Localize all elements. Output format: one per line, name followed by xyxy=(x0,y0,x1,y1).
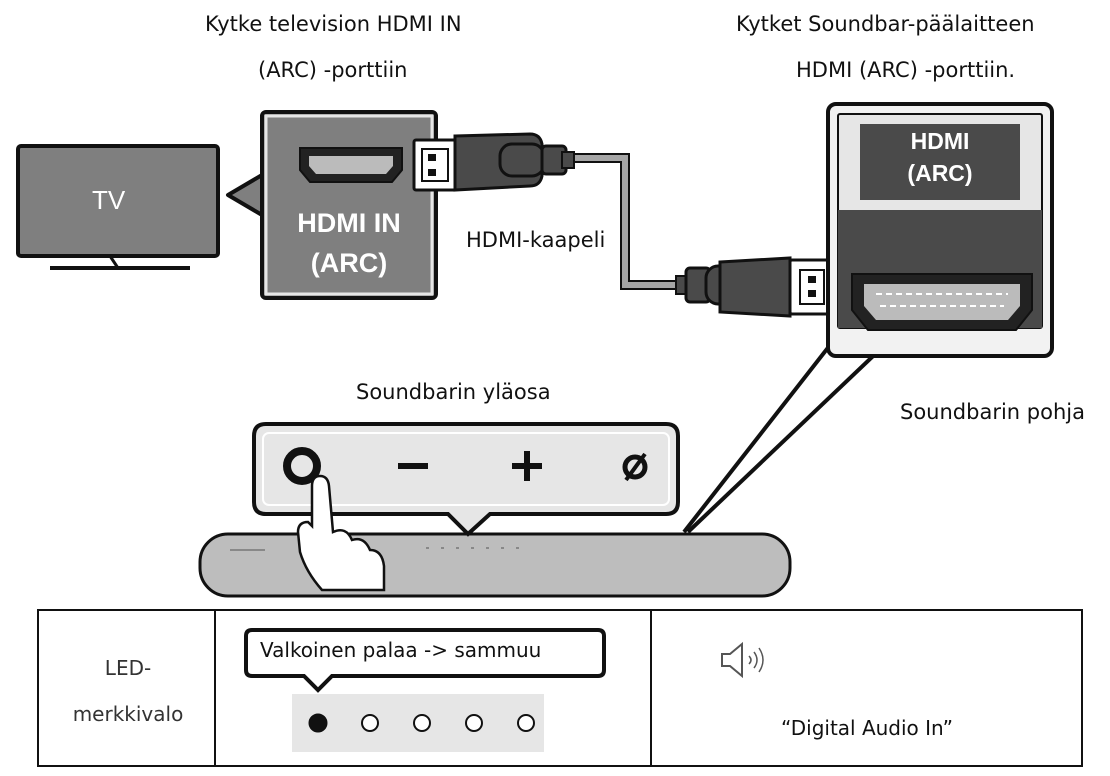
display-text: “Digital Audio In” xyxy=(780,716,953,740)
soundbar-port-panel xyxy=(682,102,1054,534)
led-indicators xyxy=(308,713,535,733)
cable-label: HDMI-kaapeli xyxy=(466,228,606,252)
hand-icon xyxy=(296,474,386,592)
tv-instruction-line2: (ARC) -porttiin xyxy=(258,58,408,82)
minus-button[interactable] xyxy=(398,463,428,469)
plus-button[interactable] xyxy=(512,451,542,481)
hdmi-connector-soundbar xyxy=(675,256,834,318)
led-5-off xyxy=(517,714,535,732)
power-button-icon[interactable] xyxy=(283,447,321,485)
led-4-off xyxy=(465,714,483,732)
led-3-off xyxy=(413,714,431,732)
led-1-on xyxy=(308,713,328,733)
hdmi-cable xyxy=(412,132,834,318)
hdmi-connector-tv xyxy=(412,132,575,192)
button-callout xyxy=(252,422,680,537)
led-callout-text: Valkoinen palaa -> sammuu xyxy=(260,638,542,662)
soundbar-instruction-line2: HDMI (ARC) -porttiin. xyxy=(796,58,1016,82)
soundbar-hdmi-port-icon xyxy=(851,273,1033,331)
tv-port-panel xyxy=(226,110,438,300)
led-label-line1: LED- xyxy=(104,656,152,680)
speaker-icon xyxy=(721,641,764,679)
soundbar-body xyxy=(198,532,792,598)
soundbar-bottom-label: Soundbarin pohja xyxy=(900,400,1085,424)
tv-instruction-line1: Kytke television HDMI IN xyxy=(205,12,462,36)
hdmi-port-icon xyxy=(299,147,403,183)
tv-port-label-line2: (ARC) xyxy=(310,248,388,278)
status-table xyxy=(37,609,1083,767)
tv-label: TV xyxy=(92,185,126,215)
mute-button[interactable] xyxy=(622,452,648,482)
soundbar-port-label-line1: HDMI xyxy=(910,128,970,154)
led-label-line2: merkkivalo xyxy=(72,702,184,726)
soundbar-top-label: Soundbarin yläosa xyxy=(356,380,551,404)
soundbar-port-label-line2: (ARC) xyxy=(907,160,973,186)
tv-port-label-line1: HDMI IN xyxy=(297,208,401,238)
led-2-off xyxy=(361,714,379,732)
tv-icon xyxy=(16,144,220,270)
soundbar-instruction-line1: Kytket Soundbar-päälaitteen xyxy=(736,12,1035,36)
